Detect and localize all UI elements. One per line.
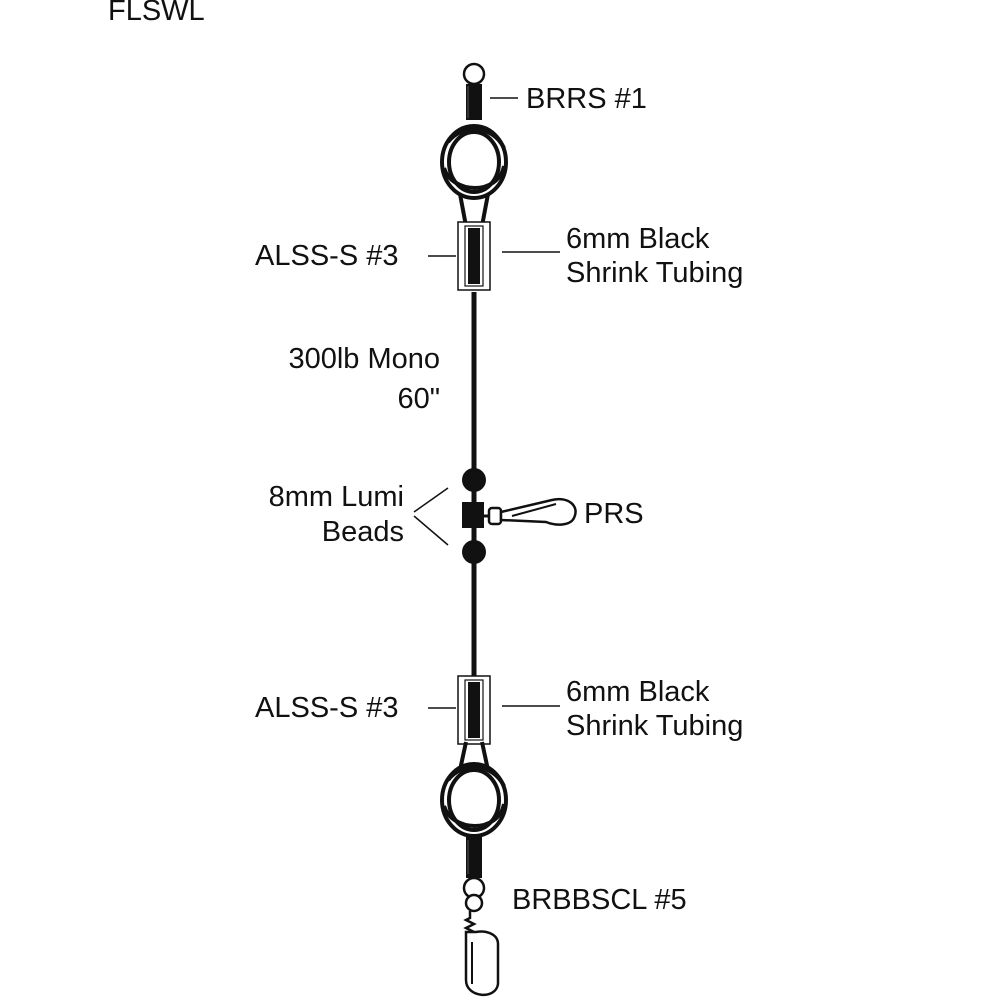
- label-tubing-bottom-line2: Shrink Tubing: [566, 710, 744, 742]
- label-snap: PRS: [584, 498, 644, 530]
- label-sleeve-bottom: ALSS-S #3: [255, 692, 399, 724]
- top-swivel-ring: [462, 62, 486, 120]
- lumi-bead-upper: [462, 468, 486, 492]
- label-sleeve-top: ALSS-S #3: [255, 240, 399, 272]
- diagram-title: FLSWL: [108, 0, 205, 27]
- label-tubing-top-line1: 6mm Black: [566, 223, 710, 255]
- label-mono-line2: 60": [397, 383, 440, 415]
- top-sleeve-assembly: [457, 221, 491, 291]
- top-loop: [440, 124, 508, 227]
- label-beads-line2: Beads: [321, 516, 404, 548]
- label-beads-line1: 8mm Lumi: [268, 481, 404, 513]
- leader-beads-upper: [413, 487, 449, 513]
- leader-lines: [413, 97, 560, 709]
- prs-snap-swivel: [462, 497, 577, 528]
- label-top-swivel: BRRS #1: [526, 83, 647, 115]
- label-bottom-swivel: BRBBSCL #5: [512, 884, 687, 916]
- leader-beads-lower: [413, 515, 449, 546]
- label-tubing-top-line2: Shrink Tubing: [566, 257, 744, 289]
- label-tubing-bottom-line1: 6mm Black: [566, 676, 710, 708]
- bottom-sleeve-assembly: [457, 675, 491, 745]
- lumi-beads: [462, 468, 486, 564]
- label-mono-line1: 300lb Mono: [288, 343, 440, 375]
- bottom-loop: [440, 741, 508, 838]
- lumi-bead-lower: [462, 540, 486, 564]
- bottom-snap-swivel: [462, 836, 500, 997]
